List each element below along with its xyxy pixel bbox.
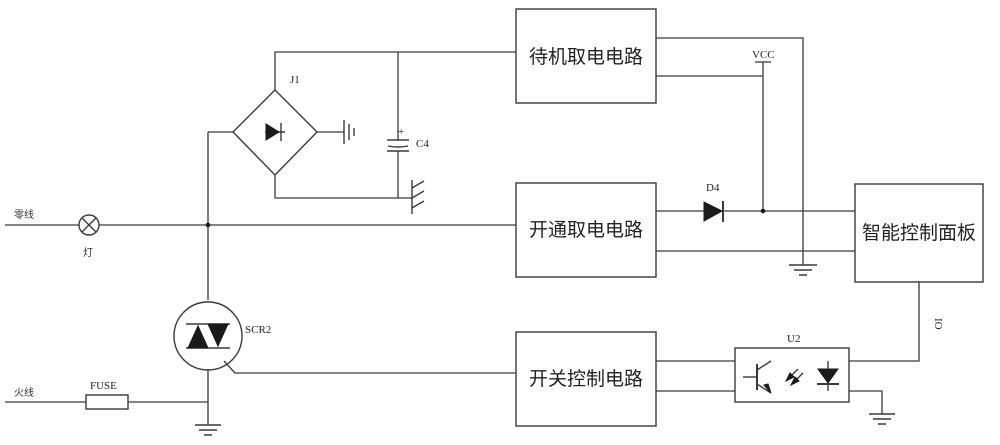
fuse-icon (85, 394, 129, 410)
scr-gate-wire (223, 360, 516, 374)
label-d4: D4 (706, 182, 720, 194)
label-fuse: FUSE (90, 380, 117, 392)
label-u2: U2 (787, 333, 800, 345)
label-io: IO (932, 318, 944, 330)
optocoupler-icon (734, 347, 850, 403)
label-scr2: SCR2 (245, 324, 271, 336)
block-standby: 待机取电电路 (515, 8, 657, 104)
ground-symbol-cap (411, 180, 425, 214)
label-j1: J1 (290, 74, 300, 86)
bridge-bottom-wire (274, 175, 412, 199)
block-onstate-label: 开通取电电路 (529, 219, 643, 241)
block-panel: 智能控制面板 (854, 183, 984, 283)
diode-icon (703, 201, 766, 222)
label-c4: C4 (416, 138, 429, 150)
ground-symbol-u2 (869, 413, 895, 425)
scr-triac-icon (173, 222, 243, 371)
ground-symbol-panel (789, 264, 817, 276)
capacitor-icon (387, 139, 409, 152)
label-lamp: 灯 (83, 247, 93, 259)
io-wire (849, 282, 920, 362)
standby-out-top (656, 37, 804, 265)
u2-ground-wire (849, 390, 883, 414)
block-standby-label: 待机取电电路 (529, 46, 643, 68)
block-onstate: 开通取电电路 (515, 182, 657, 278)
label-vcc: VCC (752, 49, 775, 61)
block-panel-label: 智能控制面板 (862, 222, 976, 244)
block-switchctl-label: 开关控制电路 (529, 368, 643, 390)
ground-symbol-bridge (343, 120, 355, 144)
label-live: 火线 (14, 386, 34, 399)
label-c4-plus: + (398, 126, 404, 138)
wires (5, 37, 920, 425)
lamp-icon (78, 214, 100, 236)
block-switchctl: 开关控制电路 (515, 331, 657, 427)
ground-symbol-scr (195, 424, 221, 436)
bridge-top-wire (274, 51, 516, 90)
bridge-rectifier-icon (232, 89, 318, 177)
label-neutral: 零线 (14, 208, 34, 221)
